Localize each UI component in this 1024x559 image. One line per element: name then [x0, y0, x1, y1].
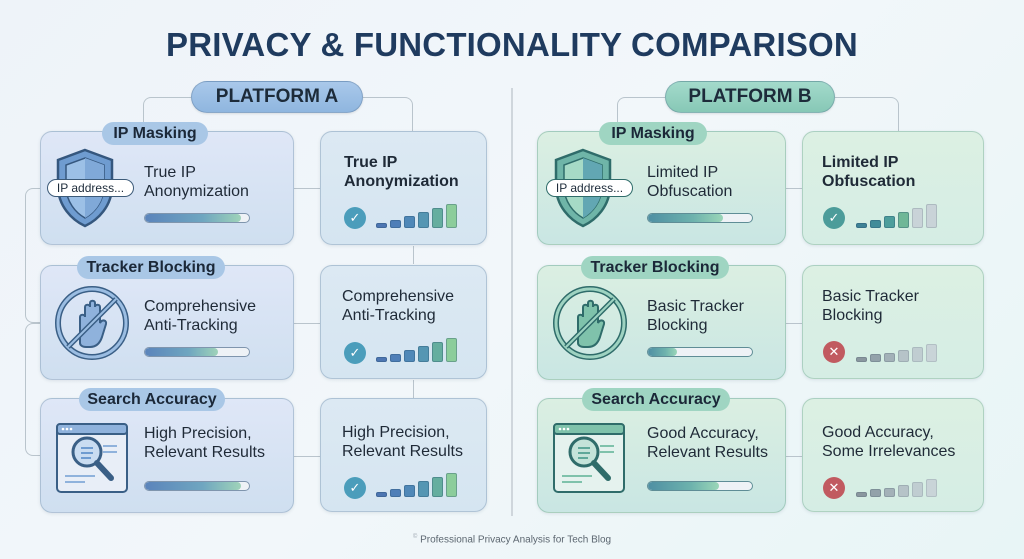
progress-fill — [648, 482, 719, 490]
feature-description: True IP Anonymization — [144, 164, 249, 200]
signal-bars — [856, 336, 937, 362]
progress-bar — [647, 347, 753, 357]
progress-bar — [144, 347, 250, 357]
progress-fill — [648, 214, 723, 222]
connector-line — [143, 97, 191, 131]
stop-hand-icon — [55, 286, 129, 360]
check-icon: ✓ — [344, 207, 366, 229]
feature-description: High Precision, Relevant Results — [144, 425, 265, 461]
connector-line — [413, 380, 414, 398]
check-icon: ✓ — [823, 207, 845, 229]
category-label: IP Masking — [599, 122, 707, 145]
search-window-icon — [553, 423, 625, 493]
category-label: IP Masking — [102, 122, 208, 145]
signal-bars — [856, 471, 937, 497]
signal-bars — [376, 202, 457, 228]
center-divider — [511, 88, 513, 516]
connector-line — [294, 456, 320, 457]
feature-description: Basic Tracker Blocking — [647, 298, 744, 334]
summary-text: High Precision, Relevant Results — [342, 424, 463, 460]
copyright-mark: © — [412, 534, 418, 540]
progress-fill — [145, 348, 218, 356]
check-icon: ✓ — [344, 342, 366, 364]
connector-line — [617, 97, 665, 131]
page-title: PRIVACY & FUNCTIONALITY COMPARISON — [166, 26, 858, 63]
feature-description: Limited IP Obfuscation — [647, 164, 733, 200]
connector-line — [294, 188, 320, 189]
progress-bar — [647, 481, 753, 491]
cross-icon: ✕ — [823, 341, 845, 363]
summary-text: True IP Anonymization — [344, 154, 459, 190]
stop-hand-icon — [553, 286, 627, 360]
platform-a-header: PLATFORM A — [191, 81, 363, 113]
summary-text: Comprehensive Anti-Tracking — [342, 288, 455, 324]
category-label: Tracker Blocking — [77, 256, 225, 279]
footer-text: Professional Privacy Analysis for Tech B… — [420, 534, 612, 546]
summary-text: Limited IP Obfuscation — [822, 154, 916, 190]
connector-line — [294, 323, 320, 324]
cross-icon: ✕ — [823, 477, 845, 499]
progress-fill — [648, 348, 678, 356]
signal-bars — [376, 336, 457, 362]
search-window-icon — [56, 423, 128, 493]
connector-line — [835, 97, 899, 131]
check-icon: ✓ — [344, 477, 366, 499]
connector-line — [413, 246, 414, 264]
connector-line — [786, 456, 802, 457]
connector-line — [786, 323, 802, 324]
connector-line — [363, 97, 413, 131]
progress-fill — [145, 482, 241, 490]
progress-bar — [144, 213, 250, 223]
feature-description: Comprehensive Anti-Tracking — [144, 298, 257, 334]
category-label: Tracker Blocking — [581, 256, 729, 279]
connector-line — [786, 188, 802, 189]
signal-bars — [856, 202, 937, 228]
footer-credit: © Professional Privacy Analysis for Tech… — [0, 534, 1024, 545]
connector-line — [25, 188, 41, 323]
category-label: Search Accuracy — [582, 388, 730, 411]
progress-bar — [144, 481, 250, 491]
progress-bar — [647, 213, 753, 223]
ip-address-chip: IP address... — [546, 179, 633, 197]
ip-address-chip: IP address... — [47, 179, 134, 197]
category-label: Search Accuracy — [79, 388, 225, 411]
summary-text: Good Accuracy, Some Irrelevances — [822, 424, 956, 460]
feature-description: Good Accuracy, Relevant Results — [647, 425, 768, 461]
summary-text: Basic Tracker Blocking — [822, 288, 919, 324]
signal-bars — [376, 471, 457, 497]
connector-line — [25, 323, 41, 456]
platform-b-header: PLATFORM B — [665, 81, 835, 113]
progress-fill — [145, 214, 241, 222]
